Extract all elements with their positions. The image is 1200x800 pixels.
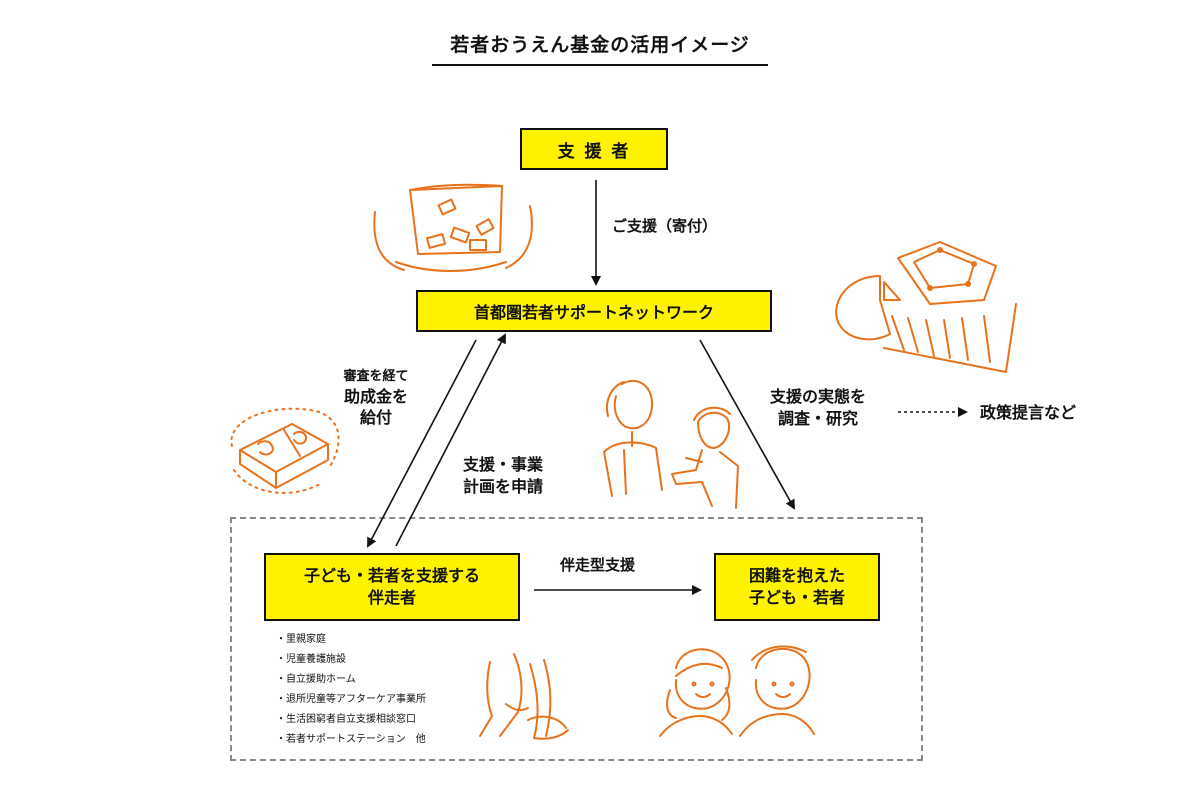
research-label: 支援の実態を 調査・研究 [744,386,892,429]
supporter-label: 支 援 者 [557,141,631,162]
grant-label-line2: 助成金を [343,386,408,406]
youth-label-line2: 子ども・若者 [748,588,845,607]
list-item: ・生活困窮者自立支援相談窓口 [276,714,416,725]
apply-label-line2: 計画を申請 [462,476,543,496]
apply-arrow [395,333,506,547]
grant-label: 審査を経て 助成金を 給付 [316,368,436,429]
grant-label-line3: 給付 [359,408,392,428]
grant-arrow [367,339,477,548]
network-label: 首都圏若者サポートネットワーク [473,303,714,322]
youth-label-line1: 困難を抱えた [748,566,845,586]
research-charts-illustration [835,241,1017,373]
research-label-line1: 支援の実態を [769,387,866,406]
apply-label-line1: 支援・事業 [462,455,543,474]
companion-node: 子ども・若者を支援する 伴走者 [264,553,520,621]
donation-label: ご支援（寄付） [612,217,718,235]
research-label-line2: 調査・研究 [777,408,858,428]
page-title: 若者おうえん基金の活用イメージ [450,34,750,56]
youth-node: 困難を抱えた 子ども・若者 [714,553,880,621]
supporter-node: 支 援 者 [520,128,668,170]
money-bundle-illustration [230,407,340,494]
support-field-frame [230,517,923,761]
list-item: ・退所児童等アフターケア事業所 [276,694,426,705]
list-item: ・若者サポートステーション 他 [276,734,426,745]
apply-label: 支援・事業 計画を申請 [440,454,566,497]
helping-hands-illustration [479,653,569,740]
policy-label: 政策提言など [980,403,1077,422]
title-underline [432,64,768,66]
donation-jar-illustration [373,183,533,272]
research-arrow [699,339,795,510]
accompany-label: 伴走型支援 [560,556,636,574]
youth-faces-illustration [659,645,815,737]
network-node: 首都圏若者サポートネットワーク [416,290,772,332]
researchers-illustration [603,379,739,509]
list-item: ・自立援助ホーム [276,674,356,685]
grant-label-line1: 審査を経て [343,369,409,384]
companion-examples-list: ・里親家庭 ・児童養護施設 ・自立援助ホーム ・退所児童等アフターケア事業所 ・… [276,630,426,750]
companion-label-line1: 子ども・若者を支援する [303,566,480,586]
list-item: ・里親家庭 [276,634,326,645]
companion-label-line2: 伴走者 [367,588,416,607]
list-item: ・児童養護施設 [276,654,346,665]
